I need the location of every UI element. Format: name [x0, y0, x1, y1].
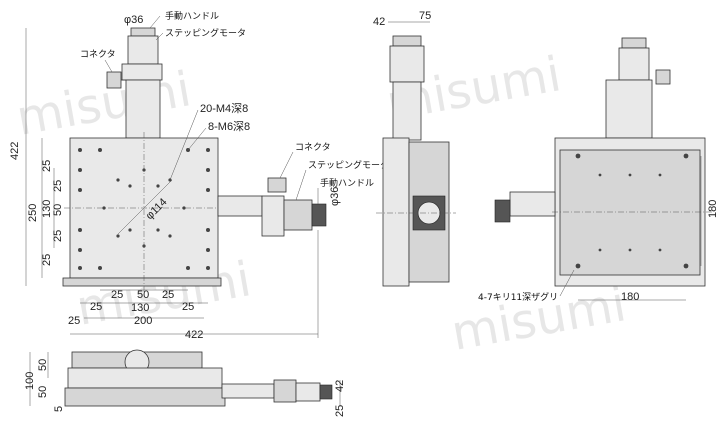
dim-25-vertical: 25 [41, 254, 53, 266]
dim-5-bottom: 5 [53, 406, 65, 412]
dim-422-vertical: 422 [9, 142, 21, 160]
side-view-motor [389, 45, 425, 83]
mounting-holes [78, 148, 210, 270]
motor-column [125, 79, 161, 139]
side-handle-knob [311, 203, 327, 227]
dim-25-horizontal: 25 [90, 301, 102, 313]
side-phi-label: φ36 [329, 187, 341, 206]
dim-25-vertical: 25 [52, 180, 64, 192]
bottom-side-handle [319, 384, 333, 400]
right-view-motor [618, 47, 650, 81]
stage-base-lip [62, 277, 222, 287]
right-view-inner [559, 149, 701, 276]
dim-130-horizontal: 130 [131, 302, 149, 314]
handle-knob [130, 27, 156, 37]
side-stepping-motor [261, 195, 285, 237]
right-view-side-motor [509, 191, 556, 217]
bottom-view: 100 50 50 5 25 42 [24, 349, 346, 417]
dim-25-horizontal: 25 [182, 301, 194, 313]
right-view: 180 180 4-7キリ11深ザグリ [478, 37, 719, 303]
right-view-connector [655, 69, 671, 85]
watermark-text: misumi [12, 61, 195, 147]
m4-holes-label: 20-M4深8 [200, 102, 248, 115]
dim-25-vertical: 25 [52, 230, 64, 242]
watermark-text: misumi [447, 276, 630, 362]
stepping-motor [127, 35, 159, 65]
dim-50-horizontal: 50 [137, 289, 149, 301]
dim-422-horizontal: 422 [185, 329, 203, 341]
bottom-side-motor [273, 379, 297, 403]
side-connector-label: コネクタ [295, 142, 331, 153]
dim-50-vertical: 50 [52, 204, 64, 216]
side-view-column [392, 81, 422, 141]
dim-25-horizontal: 25 [162, 289, 174, 301]
right-view-holes [575, 153, 689, 269]
side-view: 42 75 [373, 10, 456, 287]
m6-holes-label: 8-M6深8 [208, 120, 250, 133]
bottom-mid-plate [67, 367, 223, 389]
dim-130-vertical: 130 [41, 200, 53, 218]
dim-25-horizontal: 25 [111, 289, 123, 301]
side-motor-arm [217, 195, 263, 217]
dim-42-bottom-right: 42 [334, 380, 346, 392]
bottom-side-motor-body [295, 382, 321, 402]
dim-200-horizontal: 200 [134, 315, 152, 327]
dim-25-vertical: 25 [41, 160, 53, 172]
dim-25-bottom-right: 25 [334, 405, 346, 417]
side-motor-label: ステッピングモータ [308, 159, 389, 171]
right-view-column [605, 79, 653, 139]
side-handle-label: 手動ハンドル [320, 177, 374, 189]
motor-bracket [121, 63, 163, 81]
right-view-handle [494, 199, 511, 223]
right-view-knob [621, 37, 647, 49]
connector-label: コネクタ [80, 49, 116, 60]
motor-label: ステッピングモータ [165, 27, 246, 39]
counterbore-label: 4-7キリ11深ザグリ [478, 291, 558, 303]
dim-180-horizontal: 180 [621, 291, 639, 303]
dim-25-bottom: 25 [68, 315, 80, 327]
bottom-side-arm [221, 383, 275, 399]
dim-180-vertical: 180 [707, 200, 719, 218]
dim-75-side: 75 [419, 10, 431, 22]
side-motor-body [283, 199, 313, 231]
side-view-plate [382, 137, 410, 287]
handle-diameter-label: φ36 [124, 14, 143, 26]
connector-block [106, 71, 122, 89]
dim-42-side: 42 [373, 16, 385, 28]
dim-50-bottom-lower: 50 [37, 386, 49, 398]
bottom-base-plate [64, 387, 226, 407]
dim-100-bottom: 100 [24, 372, 36, 390]
side-view-knob [392, 35, 422, 47]
dim-250-vertical: 250 [27, 204, 39, 222]
dim-50-bottom: 50 [37, 359, 49, 371]
handle-label: 手動ハンドル [165, 10, 219, 22]
front-view: φ36 手動ハンドル ステッピングモータ コネクタ 20-M4深8 8-M6深8… [9, 10, 389, 341]
side-connector [267, 177, 287, 193]
